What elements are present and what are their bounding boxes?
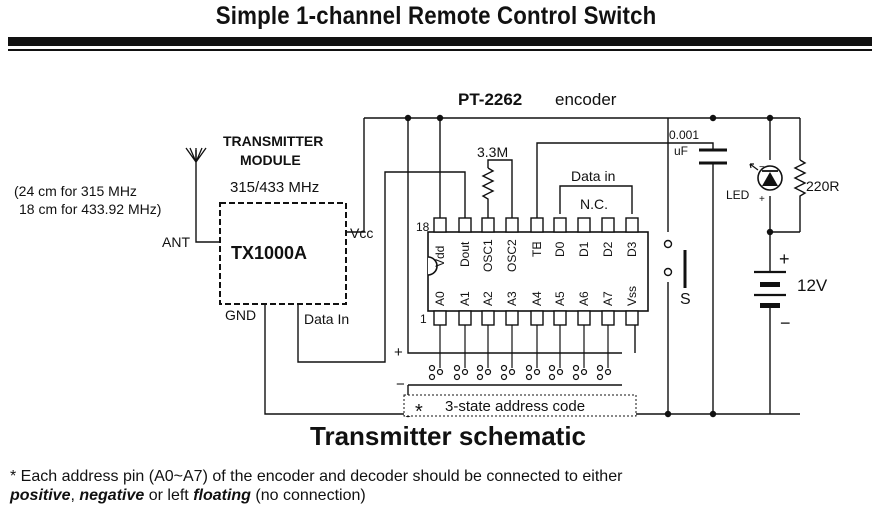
module-vcc-label: Vcc: [350, 225, 373, 241]
chip-pin-dout-label: Dout: [458, 241, 472, 267]
led-label: LED: [726, 188, 750, 202]
chip-pin-a4-label: A4: [530, 291, 544, 306]
address-note-text: 3-state address code: [445, 398, 585, 415]
module-freq-label: 315/433 MHz: [230, 179, 319, 196]
battery-minus-sign: −: [780, 313, 791, 333]
resistor-osc-icon: [481, 167, 495, 205]
chip-pin-osc2-label: OSC2: [505, 239, 519, 272]
led-plus-sign: +: [759, 194, 765, 205]
module-ant-label: ANT: [162, 234, 190, 250]
nc-label: N.C.: [580, 196, 608, 212]
transmitter-module-box: [219, 202, 347, 305]
chip-pin-a7-label: A7: [601, 291, 615, 306]
led-minus-sign: −: [759, 162, 765, 173]
resistor-led-label: 220R: [806, 178, 839, 194]
footnote-floating: floating: [193, 487, 251, 504]
led-icon: [749, 163, 783, 191]
module-heading-line1: TRANSMITTER: [223, 133, 323, 149]
chip-pin-osc1-label: OSC1: [481, 239, 495, 272]
capacitor-value-line2: uF: [674, 144, 688, 158]
switch-icon: [663, 239, 687, 288]
footnote-tail: (no connection): [250, 487, 366, 504]
chip-pin1-label: 1: [420, 312, 427, 326]
chip-pin-a2-label: A2: [481, 291, 495, 306]
address-minus-sign: −: [396, 376, 405, 393]
chip-bottom-pin-labels: A0 A1 A2 A3 A4 A5 A6 A7 Vss: [433, 286, 639, 306]
chip-pin-vss-label: Vss: [625, 286, 639, 306]
chip-pin-a5-label: A5: [553, 291, 567, 306]
battery-plus-sign: +: [779, 249, 790, 269]
schematic-title: Transmitter schematic: [310, 421, 587, 451]
encoder-part-label: PT-2262: [458, 90, 522, 109]
battery-icon: [754, 270, 786, 308]
antenna-note-line1: (24 cm for 315 MHz: [14, 183, 137, 199]
title-rule-thick: [8, 37, 872, 46]
chip-pin-a6-label: A6: [577, 291, 591, 306]
chip-pin-te-label: TE: [530, 242, 544, 257]
resistor-osc-label: 3.3M: [477, 144, 508, 160]
resistor-led-icon: [793, 159, 807, 200]
chip-pin-a3-label: A3: [505, 291, 519, 306]
switch-label: S: [680, 291, 691, 308]
module-heading-line2: MODULE: [240, 152, 301, 168]
chip-pin-a0-label: A0: [433, 291, 447, 306]
footnote-sep1: ,: [70, 487, 80, 504]
battery-label: 12V: [797, 276, 828, 295]
module-model-label: TX1000A: [231, 243, 307, 263]
footnote-negative: negative: [79, 487, 145, 504]
title-rule-thin: [8, 49, 872, 51]
chip-pin-a1-label: A1: [458, 291, 472, 306]
module-gnd-label: GND: [225, 307, 256, 323]
chip-pin18-label: 18: [416, 220, 430, 234]
page-title: Simple 1-channel Remote Control Switch: [215, 2, 657, 30]
address-plus-sign: +: [394, 344, 403, 361]
footnote-positive: positive: [10, 487, 71, 504]
chip-pin-d3-label: D3: [625, 241, 639, 257]
chip-pin-d1-label: D1: [577, 241, 591, 257]
address-note-star: *: [415, 401, 423, 423]
chip-pin-d2-label: D2: [601, 241, 615, 257]
chip-top-pin-labels: Vdd Dout OSC1 OSC2 TE D0 D1 D2 D3: [433, 239, 639, 272]
capacitor-value-line1: 0.001: [669, 128, 699, 142]
footnote-sep2: or left: [144, 487, 194, 504]
antenna-icon: [185, 147, 207, 164]
data-in-label: Data in: [571, 168, 615, 184]
chip-pin-d0-label: D0: [553, 241, 567, 257]
module-data-in-label: Data In: [304, 311, 349, 327]
capacitor-icon: [699, 148, 727, 165]
footnote-line1: * Each address pin (A0~A7) of the encode…: [10, 468, 623, 485]
antenna-note-line2: 18 cm for 433.92 MHz): [19, 201, 161, 217]
footnote-line2: positive, negative or left floating (no …: [10, 487, 366, 505]
encoder-suffix-label: encoder: [555, 90, 617, 109]
chip-pin-vdd-label: Vdd: [433, 246, 447, 267]
